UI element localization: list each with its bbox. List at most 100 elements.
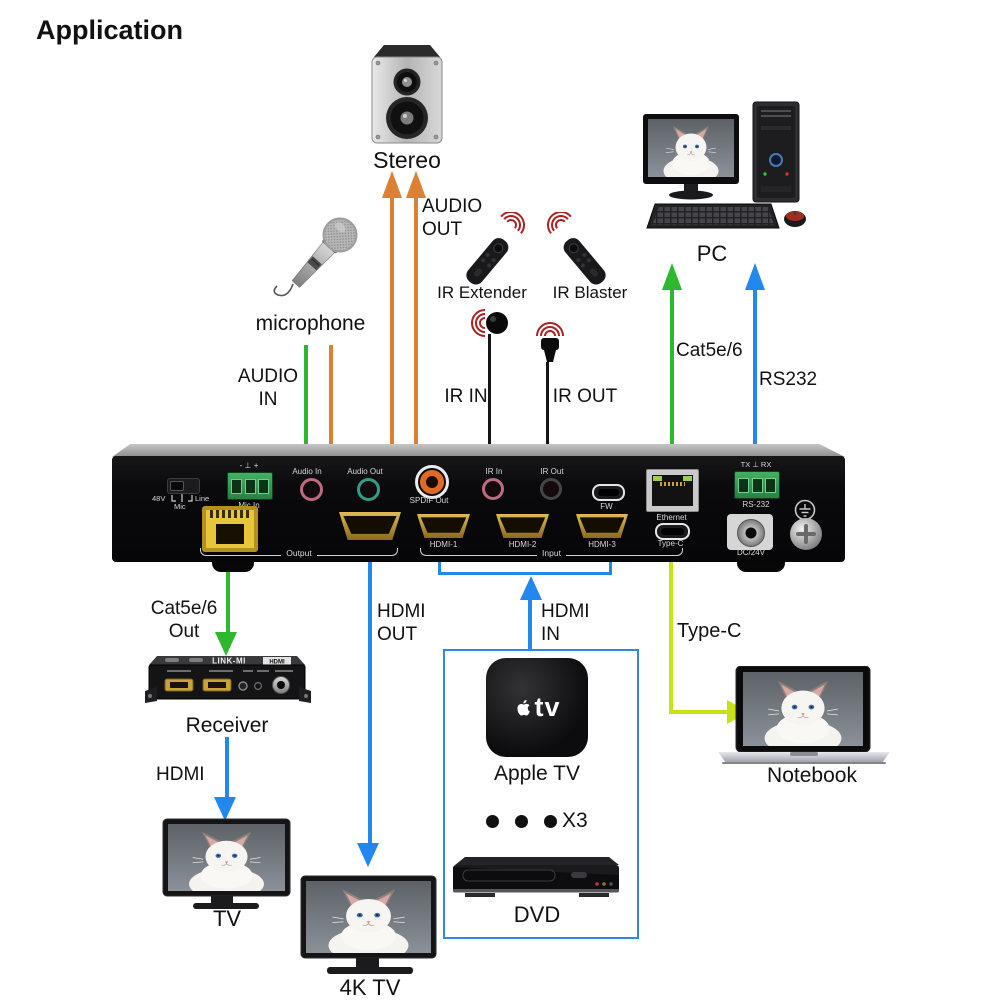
output-rj45-hole bbox=[216, 524, 244, 544]
output-group-label: Output bbox=[286, 548, 312, 558]
cat5e-line bbox=[670, 288, 674, 456]
spdif-out-port bbox=[415, 465, 449, 499]
matrix-switcher-device: 48V Line Mic - ⊥ + Mic In Audio In Audio… bbox=[112, 456, 845, 562]
ir-out-port-label: IR Out bbox=[540, 467, 564, 476]
ir-extender-label: IR Extender bbox=[437, 283, 527, 302]
ellipsis-dot-3 bbox=[544, 815, 557, 828]
ir-extender-remote-icon bbox=[466, 212, 525, 285]
audio-in-line bbox=[304, 345, 308, 445]
ir-out-label: IR OUT bbox=[552, 386, 618, 407]
type-c-label: Type-C bbox=[677, 620, 742, 642]
pc-icon bbox=[643, 101, 806, 229]
switch-knob bbox=[170, 481, 184, 491]
audio-out-port-label: Audio Out bbox=[347, 467, 383, 476]
audio-in-jack bbox=[300, 478, 323, 501]
hdmi2-port bbox=[496, 514, 549, 538]
rs232-terminal bbox=[734, 471, 780, 499]
dc-label: DC/24V bbox=[736, 548, 765, 557]
dvd-player-icon bbox=[453, 857, 619, 897]
cat5e-out-line bbox=[226, 560, 230, 634]
output-rj45-port bbox=[202, 506, 258, 552]
receiver-hdmi-label: HDMI bbox=[156, 764, 205, 785]
receiver-brand-text: LINK-MI bbox=[212, 657, 246, 666]
hdmi-in-label: HDMI IN bbox=[541, 601, 590, 645]
ir-in-jack bbox=[482, 478, 504, 500]
receiver-hdmi-logo-text: HDMI bbox=[269, 659, 285, 665]
x3-label: X3 bbox=[562, 809, 588, 832]
stereo-label: Stereo bbox=[373, 147, 441, 173]
type-c-port-label: Type-C bbox=[657, 539, 684, 548]
audio-out-arrowhead-1 bbox=[382, 171, 402, 198]
ir-in-port-label: IR In bbox=[485, 467, 503, 476]
hdmi3-label: HDMI-3 bbox=[588, 540, 616, 549]
tv-icon bbox=[162, 818, 291, 909]
receiver-icon: LINK-MI HDMI bbox=[145, 656, 311, 703]
page-title: Application bbox=[36, 15, 183, 45]
rj45-pins bbox=[660, 482, 685, 486]
hdmi-in-stub-left bbox=[438, 550, 441, 575]
type-c-line-h bbox=[669, 710, 727, 714]
hdmi-out-arrowhead bbox=[357, 843, 379, 867]
ir-in-label: IR IN bbox=[444, 386, 488, 407]
ethernet-port bbox=[646, 469, 699, 512]
mic-48v-switch bbox=[167, 478, 200, 494]
hdmi-out-line bbox=[368, 560, 372, 844]
mic-in-pins-label: - ⊥ + bbox=[239, 461, 259, 470]
hdmi2-label: HDMI-2 bbox=[508, 540, 537, 549]
port-label-48v: 48V bbox=[152, 494, 166, 503]
notebook-label: Notebook bbox=[767, 764, 857, 787]
rs232-line bbox=[753, 288, 757, 456]
apple-tv-icon: tv bbox=[486, 658, 588, 757]
device-foot-left bbox=[212, 560, 254, 572]
ir-receiver-icon bbox=[471, 309, 508, 337]
ethernet-label: Ethernet bbox=[656, 513, 687, 522]
receiver-label: Receiver bbox=[185, 714, 269, 737]
ir-out-line bbox=[546, 362, 549, 458]
tv-label: TV bbox=[212, 906, 242, 931]
receiver-hdmi-arrowhead bbox=[214, 797, 236, 821]
hdmi-out-label: HDMI OUT bbox=[377, 601, 426, 645]
ellipsis-dot-1 bbox=[486, 815, 499, 828]
switch-position-marks bbox=[171, 494, 193, 502]
receiver-hdmi-line bbox=[225, 737, 229, 799]
tv4k-icon bbox=[300, 875, 437, 974]
stereo-speaker-icon bbox=[371, 45, 443, 144]
hdmi1-label: HDMI-1 bbox=[429, 540, 458, 549]
dc-barrel bbox=[737, 519, 765, 547]
rs232-pins-label: TX ⊥ RX bbox=[740, 460, 772, 469]
audio-out-line-1 bbox=[390, 196, 394, 456]
ir-blaster-label: IR Blaster bbox=[552, 283, 628, 302]
apple-tv-label: Apple TV bbox=[494, 762, 580, 785]
microphone-icon bbox=[273, 217, 358, 297]
cat5e-out-label: Cat5e/6 Out bbox=[150, 598, 218, 642]
type-c-port bbox=[655, 523, 690, 540]
dvd-label: DVD bbox=[513, 902, 561, 927]
hdmi-in-line bbox=[528, 598, 532, 651]
rj45-led-right bbox=[683, 476, 692, 481]
rs232-port-label: RS-232 bbox=[742, 500, 770, 509]
hdmi3-port bbox=[576, 514, 628, 538]
hdmi1-port bbox=[417, 514, 470, 538]
device-foot-right bbox=[737, 560, 785, 572]
rj45-led-left bbox=[653, 476, 662, 481]
mic-in-terminal bbox=[227, 472, 273, 500]
output-hdmi-port bbox=[339, 512, 401, 540]
ir-in-line bbox=[488, 334, 491, 458]
cat5e-label: Cat5e/6 bbox=[676, 340, 743, 361]
type-c-line-v bbox=[669, 548, 673, 714]
microphone-label: microphone bbox=[255, 312, 366, 335]
input-group-bracket: Input bbox=[420, 548, 683, 558]
mic-line bbox=[329, 345, 333, 448]
input-group-label: Input bbox=[542, 548, 561, 558]
apple-tv-logo-text: tv bbox=[534, 692, 561, 722]
port-label-line: Line bbox=[195, 494, 210, 503]
hdmi-in-arrowhead bbox=[520, 576, 542, 600]
audio-out-label: AUDIO OUT bbox=[422, 196, 483, 240]
rs232-label: RS232 bbox=[759, 369, 818, 390]
cat5e-arrowhead bbox=[662, 263, 682, 290]
output-rj45-slots bbox=[210, 510, 250, 518]
cat5e-out-arrowhead bbox=[215, 632, 237, 656]
output-group-bracket: Output bbox=[200, 548, 398, 558]
audio-out-line-2 bbox=[414, 196, 418, 456]
spdif-out-label: SPDIF Out bbox=[409, 496, 449, 505]
